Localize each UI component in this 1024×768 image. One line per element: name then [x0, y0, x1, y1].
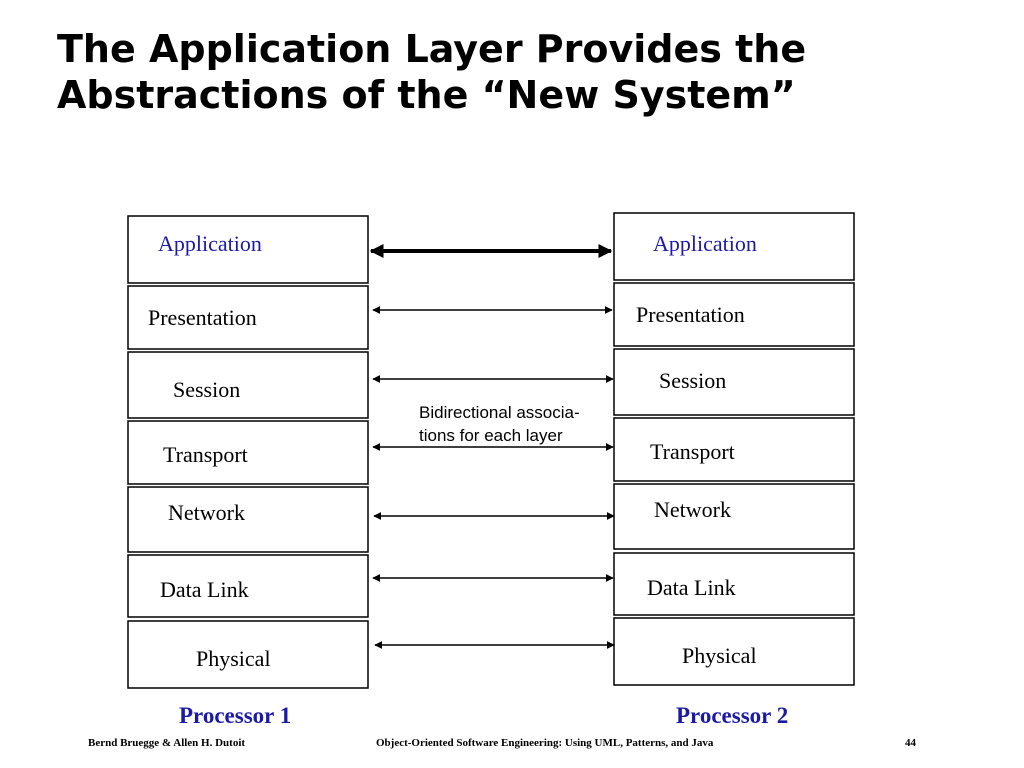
processor-1-stack: Application Presentation Session Transpo… [127, 215, 369, 689]
processor-2-layer-label: Data Link [647, 575, 736, 600]
slide-title-line-1: The Application Layer Provides the [57, 27, 807, 71]
processor-2-layer-label: Transport [650, 439, 735, 464]
slide-title: The Application Layer Provides the Abstr… [57, 26, 957, 118]
processor-2-layer-session: Session [613, 348, 855, 416]
processor-1-layer-label: Physical [196, 646, 271, 671]
processor-1-layer-physical: Physical [127, 620, 369, 689]
processor-2-label: Processor 2 [676, 703, 788, 728]
caption-line-1: Bidirectional associa- [419, 403, 580, 422]
caption-line-2: tions for each layer [419, 426, 563, 445]
processor-1-layer-label: Presentation [148, 305, 257, 330]
footer-authors: Bernd Bruegge & Allen H. Dutoit [88, 737, 246, 749]
processor-2-layer-data-link: Data Link [613, 552, 855, 616]
processor-1-layer-session: Session [127, 351, 369, 419]
processor-2-layer-label: Session [659, 368, 726, 393]
processor-2-layer-label: Presentation [636, 302, 745, 327]
processor-1-label: Processor 1 [179, 703, 291, 728]
slide-footer: Bernd Bruegge & Allen H. Dutoit Object-O… [0, 735, 1024, 753]
processor-1-layer-application: Application [127, 215, 369, 284]
processor-2-stack: Application Presentation Session Transpo… [613, 212, 855, 686]
processor-2-layer-transport: Transport [613, 417, 855, 482]
association-caption: Bidirectional associa- tions for each la… [419, 403, 580, 445]
footer-book-title: Object-Oriented Software Engineering: Us… [376, 737, 714, 749]
processor-2-layer-presentation: Presentation [613, 282, 855, 347]
layer-associations [369, 244, 615, 649]
processor-2-layer-label: Network [654, 497, 731, 522]
processor-1-layer-label: Application [158, 231, 262, 256]
processor-1-layer-data-link: Data Link [127, 554, 369, 618]
processor-2-layer-network: Network [613, 483, 855, 550]
processor-1-layer-label: Transport [163, 442, 248, 467]
processor-1-layer-label: Network [168, 500, 245, 525]
footer-page-number: 44 [905, 737, 916, 749]
processor-1-layer-presentation: Presentation [127, 285, 369, 350]
processor-2-layer-label: Application [653, 231, 757, 256]
processor-1-layer-label: Session [173, 377, 240, 402]
processor-2-layer-label: Physical [682, 643, 757, 668]
slide-title-line-2: Abstractions of the “New System” [57, 73, 796, 117]
processor-1-layer-transport: Transport [127, 420, 369, 485]
processor-2-layer-physical: Physical [613, 617, 855, 686]
processor-1-layer-label: Data Link [160, 577, 249, 602]
processor-1-layer-network: Network [127, 486, 369, 553]
processor-2-layer-application: Application [613, 212, 855, 281]
